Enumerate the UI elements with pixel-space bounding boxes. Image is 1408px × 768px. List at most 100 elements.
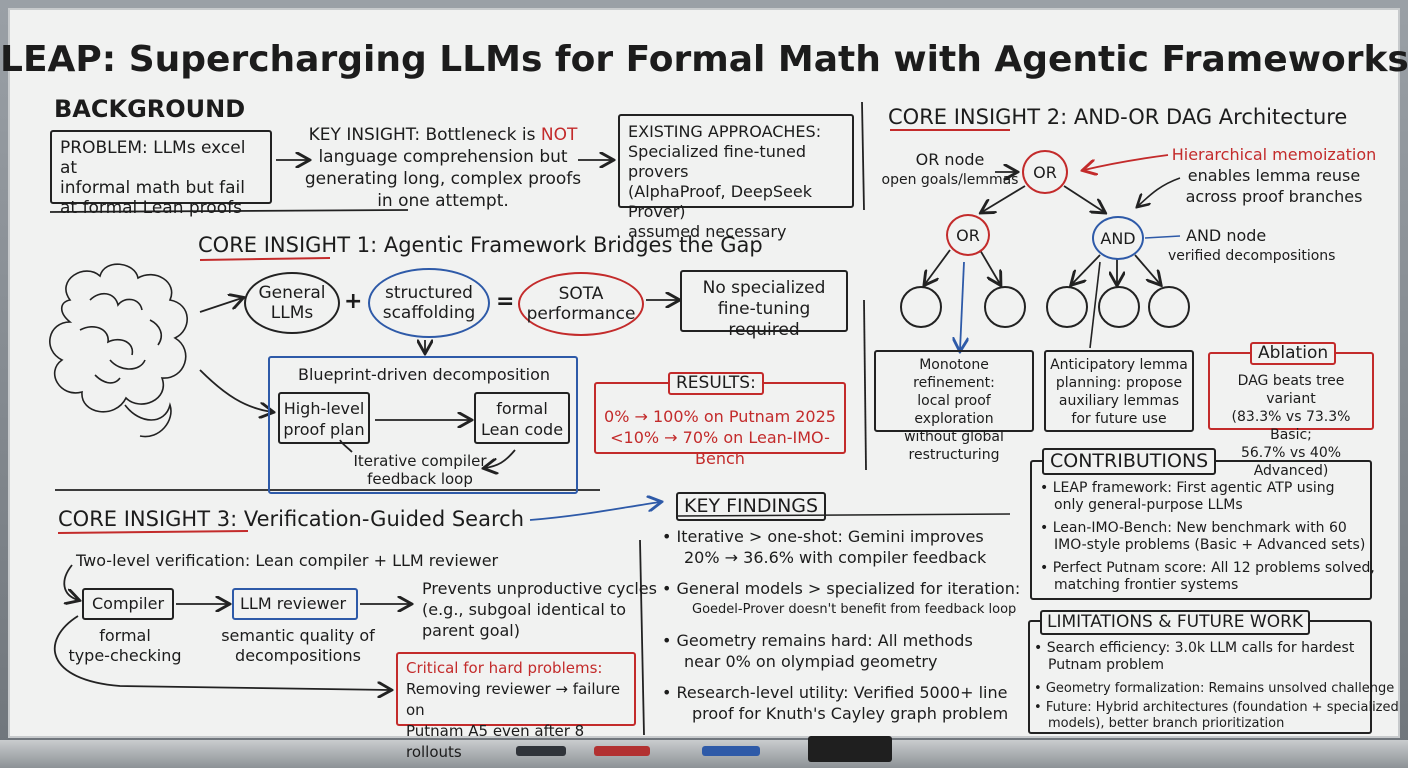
ablation-line: (83.3% vs 73.3% Basic; bbox=[1231, 409, 1351, 443]
core1-heading-rest: : Agentic Framework Bridges the Gap bbox=[370, 233, 763, 257]
leaf-node bbox=[984, 286, 1026, 328]
monotone-line: without global bbox=[904, 429, 1004, 445]
proof-plan-box: High-level proof plan bbox=[278, 392, 370, 444]
bullet: • bbox=[662, 631, 672, 650]
compiler-desc-line: type-checking bbox=[68, 646, 182, 665]
monotone-line: local proof exploration bbox=[914, 393, 994, 427]
prevents-line: parent goal) bbox=[422, 621, 520, 640]
contributions-heading: CONTRIBUTIONS bbox=[1042, 448, 1217, 475]
sota-line: performance bbox=[526, 304, 636, 324]
existing-line: (AlphaProof, DeepSeek Prover) bbox=[628, 182, 812, 221]
bullet: • bbox=[1040, 480, 1049, 496]
monotone-refinement-box: Monotone refinement: local proof explora… bbox=[874, 350, 1034, 463]
contribution-line: Perfect Putnam score: All 12 problems so… bbox=[1052, 560, 1375, 576]
anticipatory-line: Anticipatory lemma bbox=[1050, 357, 1188, 373]
result-putnam: 0% → 100% on Putnam 2025 bbox=[604, 407, 836, 426]
ablation-line: DAG beats tree variant bbox=[1237, 373, 1345, 407]
bullet: • bbox=[1040, 560, 1049, 576]
and-node-label: AND node verified decompositions bbox=[1168, 226, 1335, 266]
monotone-line: restructuring bbox=[908, 447, 1000, 463]
key-insight-line: in one attempt. bbox=[377, 191, 509, 211]
anticipatory-line: auxiliary lemmas bbox=[1058, 393, 1180, 409]
problem-box: PROBLEM: LLMs excel at informal math but… bbox=[50, 130, 272, 218]
or-label-line: OR node bbox=[915, 150, 985, 169]
and-label-line: AND node bbox=[1186, 226, 1267, 245]
plan-line: High-level bbox=[283, 399, 365, 418]
key-insight-line: generating long, complex proofs bbox=[304, 169, 582, 189]
critical-line: Removing reviewer → failure on bbox=[406, 680, 621, 719]
black-marker bbox=[516, 746, 566, 756]
finding-line: proof for Knuth's Cayley graph problem bbox=[692, 704, 1009, 723]
contribution-item: • Perfect Putnam score: All 12 problems … bbox=[1040, 560, 1375, 594]
contribution-line: only general-purpose LLMs bbox=[1054, 497, 1243, 513]
memo-line: enables lemma reuse bbox=[1187, 166, 1361, 185]
or-node-label: OR node open goals/lemmas bbox=[880, 150, 1020, 190]
limitation-line: Putnam problem bbox=[1048, 657, 1165, 673]
compiler-desc-line: formal bbox=[99, 626, 151, 645]
finding-item: • General models > specialized for itera… bbox=[662, 578, 1020, 620]
limitation-item: • Geometry formalization: Remains unsolv… bbox=[1034, 680, 1394, 697]
scaffolding-line: scaffolding bbox=[382, 303, 476, 323]
general-line: General bbox=[258, 283, 326, 303]
and-label-line: verified decompositions bbox=[1168, 248, 1336, 264]
finding-item: • Geometry remains hard: All methods nea… bbox=[662, 630, 973, 672]
leaf-node bbox=[1046, 286, 1088, 328]
finding-line: Goedel-Prover doesn't benefit from feedb… bbox=[692, 602, 1017, 617]
limitations-heading: LIMITATIONS & FUTURE WORK bbox=[1040, 610, 1311, 635]
finding-line: Research-level utility: Verified 5000+ l… bbox=[676, 683, 1008, 702]
core3-heading-rest: : Verification-Guided Search bbox=[230, 507, 525, 531]
finding-line: Geometry remains hard: All methods bbox=[676, 631, 973, 650]
ablation-line: 56.7% vs 40% Advanced) bbox=[1240, 445, 1342, 479]
core1-heading: CORE INSIGHT 1: Agentic Framework Bridge… bbox=[198, 233, 763, 257]
limitation-line: models), better branch prioritization bbox=[1048, 716, 1285, 731]
core1-heading-label: CORE INSIGHT 1 bbox=[198, 233, 371, 257]
red-marker bbox=[594, 746, 650, 756]
core3-heading: CORE INSIGHT 3: Verification-Guided Sear… bbox=[58, 507, 525, 531]
existing-title: EXISTING APPROACHES: bbox=[628, 122, 822, 141]
critical-title: Critical for hard problems: bbox=[406, 659, 603, 677]
finding-line: 20% → 36.6% with compiler feedback bbox=[684, 548, 987, 567]
sota-line: SOTA bbox=[558, 284, 604, 304]
loop-line: Iterative compiler bbox=[353, 452, 487, 470]
limitation-item: • Future: Hybrid architectures (foundati… bbox=[1034, 700, 1399, 732]
contribution-line: Lean-IMO-Bench: New benchmark with 60 bbox=[1052, 520, 1347, 536]
formal-line: Lean code bbox=[480, 420, 564, 439]
plan-line: proof plan bbox=[283, 420, 365, 439]
or-label-line: open goals/lemmas bbox=[881, 172, 1019, 188]
leaf-node bbox=[1098, 286, 1140, 328]
problem-line: PROBLEM: LLMs excel at bbox=[60, 138, 246, 178]
contribution-line: matching frontier systems bbox=[1054, 577, 1239, 593]
key-insight-label: KEY INSIGHT: Bottleneck is bbox=[308, 125, 536, 145]
lean-code-box: formal Lean code bbox=[474, 392, 570, 444]
no-ft-line: No specialized bbox=[702, 278, 826, 298]
critical-line: Putnam A5 even after 8 rollouts bbox=[406, 722, 585, 761]
or-root-node: OR bbox=[1022, 150, 1068, 194]
bullet: • bbox=[662, 683, 672, 702]
memo-line: Hierarchical memoization bbox=[1171, 145, 1377, 164]
core3-heading-label: CORE INSIGHT 3 bbox=[58, 507, 231, 531]
critical-box: Critical for hard problems: Removing rev… bbox=[396, 652, 636, 761]
key-insight: KEY INSIGHT: Bottleneck is NOT language … bbox=[300, 124, 586, 212]
core2-heading-rest: : AND-OR DAG Architecture bbox=[1060, 105, 1348, 129]
problem-line: at formal Lean proofs bbox=[60, 198, 242, 218]
key-insight-not: NOT bbox=[540, 125, 578, 145]
bullet: • bbox=[1040, 520, 1049, 536]
two-level-verification: Two-level verification: Lean compiler + … bbox=[76, 551, 499, 570]
no-ft-line: fine-tuning required bbox=[717, 299, 811, 340]
reviewer-desc: semantic quality of decompositions bbox=[218, 626, 378, 666]
anticipatory-line: planning: propose bbox=[1055, 375, 1183, 391]
memo-line: across proof branches bbox=[1185, 187, 1363, 206]
memoization-note: Hierarchical memoization enables lemma r… bbox=[1168, 144, 1380, 207]
finding-item: • Research-level utility: Verified 5000+… bbox=[662, 682, 1008, 724]
blueprint-title: Blueprint-driven decomposition bbox=[298, 365, 551, 384]
contribution-item: • LEAP framework: First agentic ATP usin… bbox=[1040, 480, 1335, 514]
finding-line: near 0% on olympiad geometry bbox=[684, 652, 938, 671]
existing-line: assumed necessary bbox=[628, 222, 787, 241]
existing-approaches-box: EXISTING APPROACHES: Specialized fine-tu… bbox=[618, 114, 854, 241]
blueprint-box bbox=[268, 356, 578, 494]
bullet: • bbox=[662, 527, 672, 546]
